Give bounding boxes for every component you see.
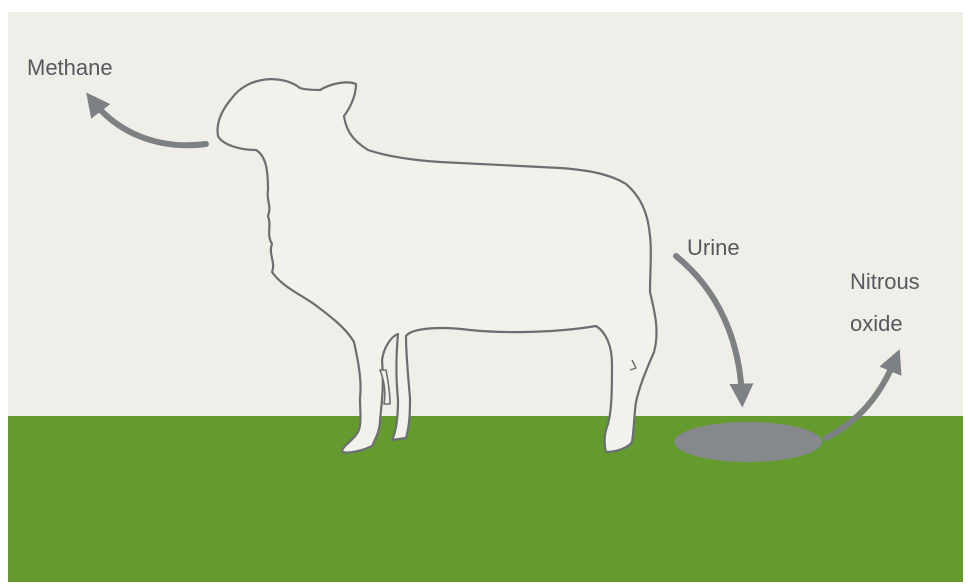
- nitrous-oxide-label-line1: Nitrous: [850, 268, 920, 297]
- nitrous-oxide-label-line2: oxide: [850, 310, 903, 339]
- methane-label: Methane: [27, 54, 113, 83]
- urine-label: Urine: [687, 234, 740, 263]
- urine-puddle-icon: [674, 422, 822, 462]
